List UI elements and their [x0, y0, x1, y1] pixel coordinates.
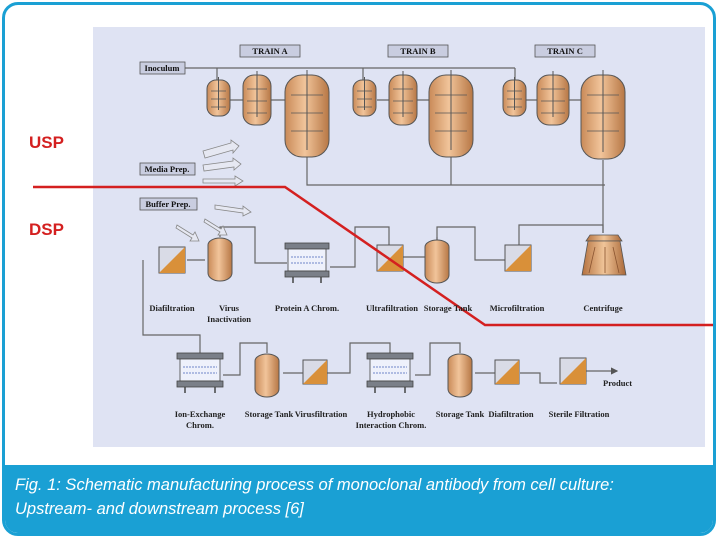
bioreactor-c3: [580, 70, 626, 160]
hic-label-1: Hydrophobic: [367, 409, 415, 419]
storage-tank-3-label: Storage Tank: [436, 409, 485, 419]
virusfiltration-label: Virusfiltration: [295, 409, 348, 419]
bioreactor-c1: [502, 77, 527, 117]
bioreactor-train-c: [502, 70, 626, 160]
storage-tank-2: [254, 353, 280, 398]
diafiltration-unit-2: [494, 359, 520, 385]
bioreactor-b1: [352, 77, 377, 117]
diafiltration-2-label: Diafiltration: [488, 409, 534, 419]
train-c-header: TRAIN C: [534, 44, 596, 58]
caption-line-2: Upstream- and downstream process [6]: [15, 500, 304, 518]
caption-line-1: Fig. 1: Schematic manufacturing process …: [15, 476, 614, 494]
process-pipes: [142, 67, 619, 384]
inoculum-box: Inoculum: [139, 61, 186, 75]
usp-dsp-divider: [33, 185, 713, 327]
virusfiltration-unit: [302, 359, 328, 385]
dsp-label: DSP: [29, 220, 64, 239]
centrifuge: [581, 234, 627, 276]
ultrafiltration-label: Ultrafiltration: [366, 303, 418, 313]
virus-inactivation-label-2: Inactivation: [207, 314, 251, 324]
bioreactor-a1: [206, 77, 231, 117]
ion-exchange-label-1: Ion-Exchange: [175, 409, 226, 419]
product-label: Product: [603, 378, 632, 388]
inoculum-label: Inoculum: [145, 63, 180, 73]
train-b-label: TRAIN B: [400, 46, 436, 56]
sterile-filtration-label: Sterile Filtration: [549, 409, 610, 419]
sterile-filtration-unit: [559, 357, 587, 385]
centrifuge-label: Centrifuge: [583, 303, 622, 313]
usp-label: USP: [29, 133, 64, 152]
storage-tank-3: [447, 353, 473, 398]
media-prep-box: Media Prep.: [139, 162, 196, 176]
train-a-header: TRAIN A: [239, 44, 301, 58]
diafiltration-1-label: Diafiltration: [149, 303, 195, 313]
bioreactor-b2: [388, 71, 418, 126]
storage-tank-2-label: Storage Tank: [245, 409, 294, 419]
ion-exchange-label-2: Chrom.: [186, 420, 214, 430]
protein-a-label: Protein A Chrom.: [275, 303, 339, 313]
figure-caption: Fig. 1: Schematic manufacturing process …: [5, 465, 713, 533]
protein-a-column: [284, 242, 330, 283]
storage-tank-1: [424, 237, 450, 284]
hic-column: [366, 352, 414, 393]
hic-label-2: Interaction Chrom.: [356, 420, 427, 430]
train-a-label: TRAIN A: [252, 46, 288, 56]
bioreactor-train-a: [206, 70, 330, 158]
bioreactor-b3: [428, 70, 474, 158]
bioreactor-a2: [242, 71, 272, 126]
virus-inactivation-tank: [207, 237, 233, 282]
buffer-prep-label: Buffer Prep.: [145, 199, 190, 209]
bioreactor-train-b: [352, 70, 474, 158]
media-prep-label: Media Prep.: [145, 164, 190, 174]
bioreactor-a3: [284, 70, 330, 158]
microfiltration-label: Microfiltration: [490, 303, 545, 313]
diafiltration-unit-1: [158, 246, 186, 274]
feed-arrows: [175, 139, 252, 242]
bioreactor-c2: [536, 71, 570, 126]
microfiltration-unit: [504, 244, 532, 272]
ion-exchange-column: [176, 352, 224, 393]
virus-inactivation-label-1: Virus: [219, 303, 240, 313]
process-diagram: TRAIN A TRAIN B TRAIN C Inoculum Media P…: [29, 27, 713, 447]
buffer-prep-box: Buffer Prep.: [139, 197, 198, 211]
train-b-header: TRAIN B: [387, 44, 449, 58]
train-c-label: TRAIN C: [547, 46, 583, 56]
storage-tank-1-label: Storage Tank: [424, 303, 473, 313]
